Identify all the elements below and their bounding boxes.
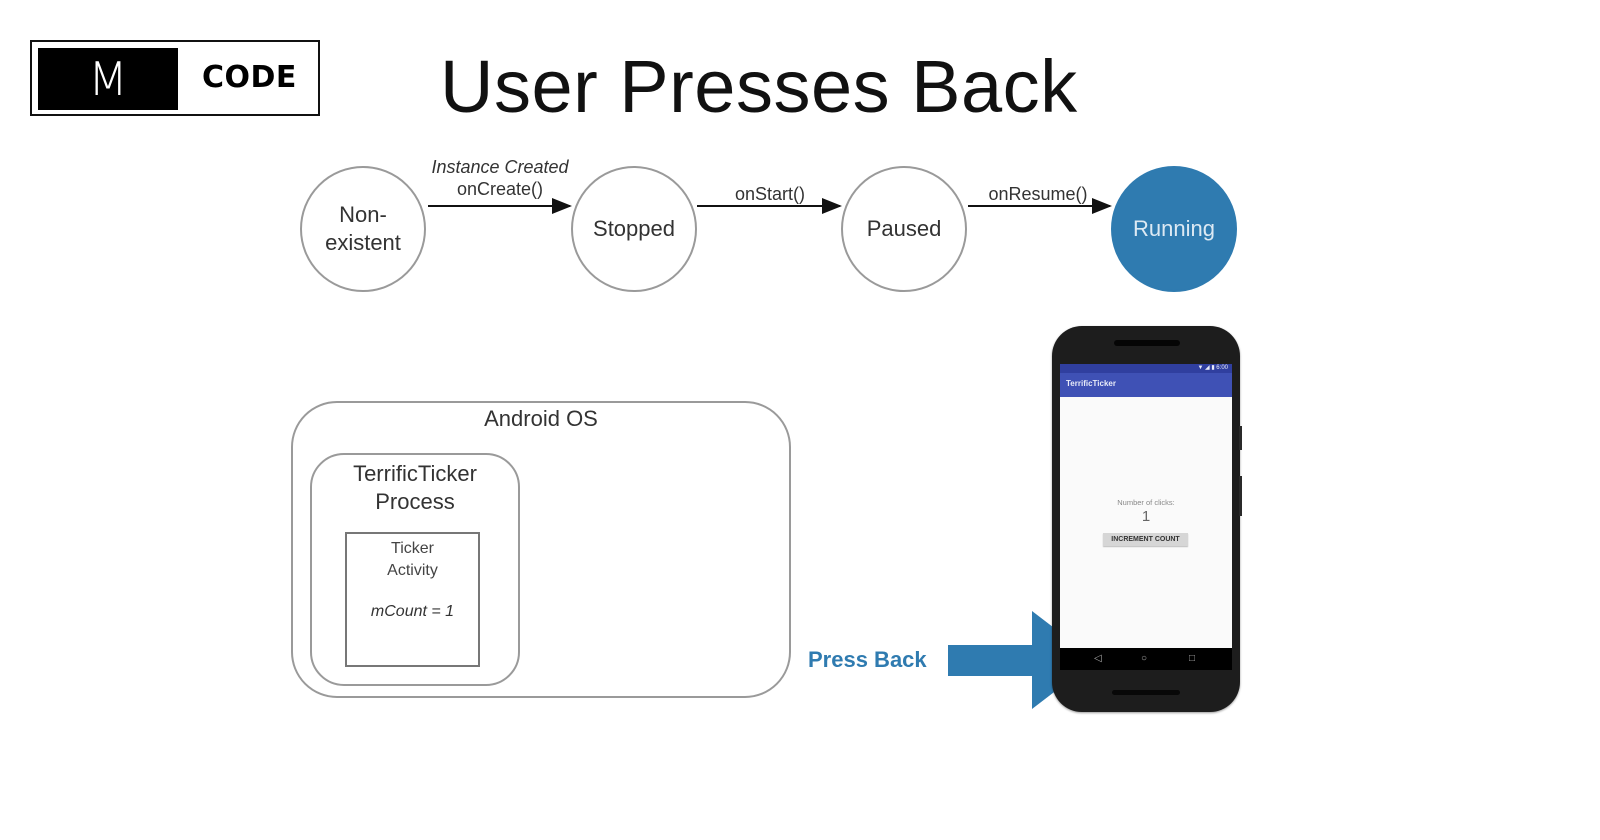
activity-label: Ticker Activity	[345, 538, 480, 582]
state-label: Stopped	[593, 216, 675, 241]
transition-oncreate-label: Instance Created onCreate()	[420, 156, 580, 200]
android-os-label: Android OS	[484, 406, 598, 431]
logo: M CODE	[30, 40, 320, 116]
slide-title: User Presses Back	[440, 45, 1078, 128]
phone-screen: ▼ ◢ ▮ 6:00 TerrificTicker Number of clic…	[1060, 364, 1232, 670]
app-title: TerrificTicker	[1066, 379, 1116, 388]
process-container	[310, 453, 520, 686]
activity-variable: mCount = 1	[370, 603, 455, 620]
home-icon[interactable]: ○	[1141, 653, 1148, 664]
state-label: Non-	[339, 202, 387, 227]
activity-label-line2: Activity	[387, 562, 438, 579]
phone-speaker	[1114, 340, 1180, 346]
logo-text: CODE	[202, 60, 297, 95]
process-label-line2: Process	[375, 489, 455, 514]
phone-side-button	[1239, 476, 1242, 516]
logo-letter: M	[38, 48, 178, 110]
state-non-existent: Non- existent	[300, 166, 426, 292]
state-label: existent	[325, 230, 401, 255]
state-paused: Paused	[841, 166, 967, 292]
press-back-label: Press Back	[808, 647, 927, 672]
android-os-container	[291, 401, 791, 698]
state-running: Running	[1111, 166, 1237, 292]
nav-bar: ◁ ○ □	[1060, 648, 1232, 670]
transition-onresume-label: onResume()	[988, 184, 1088, 204]
transition-onstart-label: onStart()	[734, 184, 806, 204]
activity-label-line1: Ticker	[391, 540, 434, 557]
phone-mockup: ▼ ◢ ▮ 6:00 TerrificTicker Number of clic…	[1052, 326, 1242, 712]
increment-count-button[interactable]: INCREMENT COUNT	[1103, 533, 1188, 546]
clicks-label: Number of clicks:	[1117, 498, 1175, 507]
state-label: Paused	[866, 216, 942, 241]
process-label: TerrificTicker Process	[310, 460, 520, 516]
app-bar	[1060, 373, 1232, 397]
back-icon[interactable]: ◁	[1094, 653, 1102, 664]
process-label-line1: TerrificTicker	[353, 461, 477, 486]
status-bar: ▼ ◢ ▮ 6:00	[1060, 364, 1232, 373]
clicks-value: 1	[1141, 508, 1151, 525]
transition-note: Instance Created	[431, 157, 569, 177]
status-icons: ▼ ◢ ▮ 6:00	[1197, 365, 1228, 371]
phone-bottom-speaker	[1112, 690, 1180, 695]
recents-icon[interactable]: □	[1189, 653, 1196, 664]
state-stopped: Stopped	[571, 166, 697, 292]
state-label: Running	[1133, 216, 1215, 241]
phone-side-button	[1239, 426, 1242, 450]
transition-method: onCreate()	[456, 179, 544, 199]
activity-container	[345, 532, 480, 667]
